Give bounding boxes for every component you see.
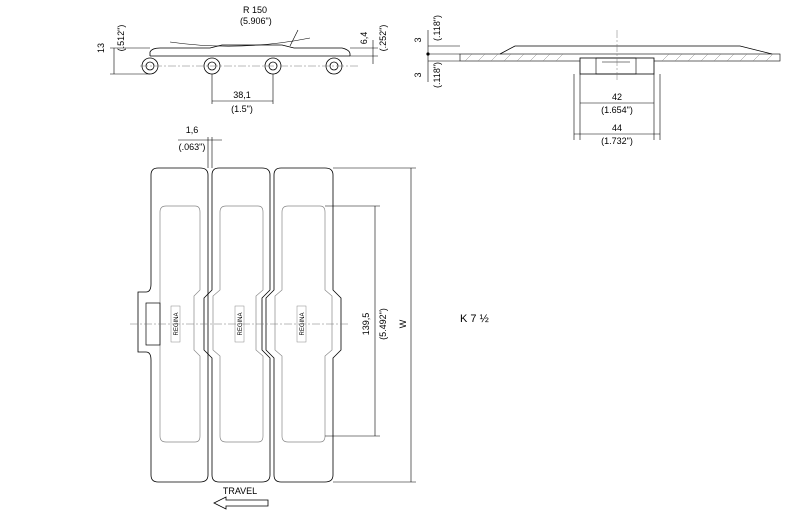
radius-arc	[169, 37, 311, 47]
pitch-label: 38,1	[233, 90, 251, 100]
height-label-inch: (.512")	[116, 25, 126, 52]
travel-label: TRAVEL	[223, 486, 257, 496]
clearance-label: 1,6	[186, 125, 199, 135]
section-top-profile	[499, 45, 773, 55]
hinge-inner-label-inch: (1.654")	[601, 105, 633, 115]
radius-leader	[289, 29, 299, 47]
thickness-label-inch: (.252")	[378, 25, 388, 52]
logo-text-2: REGINA	[238, 312, 244, 335]
clearance-label-inch: (.063")	[179, 142, 206, 152]
gap-dim-dot	[426, 52, 430, 56]
link-3: REGINA	[265, 167, 342, 483]
pitch-label-inch: (1.5")	[231, 104, 253, 114]
inner-length-label: 139,5	[361, 313, 371, 336]
section-hinge-inner	[595, 57, 637, 75]
hinge-outer-label-inch: (1.732")	[601, 136, 633, 146]
top-view: 1,6 (.063") REGINA REGINA	[130, 125, 416, 510]
bottom-gap-label-inch: (.118")	[432, 62, 442, 88]
height-label: 13	[96, 43, 106, 53]
hinge-inner-label: 42	[612, 92, 622, 102]
thickness-label: 6,4	[359, 32, 369, 45]
radius-label: R 150	[243, 5, 267, 15]
side-view: R 150 (5.906") 13 (.512") 6,4 (.252") 38…	[96, 5, 388, 114]
inner-length-label-inch: (5.492")	[378, 308, 388, 340]
link-1: REGINA	[137, 167, 209, 483]
radius-label-inch: (5.906")	[240, 16, 272, 26]
section-hatching	[464, 53, 774, 62]
top-gap-label-inch: (.118")	[432, 15, 442, 41]
model-label: K 7 ½	[460, 313, 489, 325]
hinge-outer-label: 44	[612, 123, 622, 133]
top-gap-label: 3	[413, 37, 423, 42]
cross-section-view: 3 (.118") 3 (.118") 42 (1.654") 44 (1.73…	[413, 15, 781, 146]
side-plate-outline	[149, 44, 351, 56]
width-label: W	[398, 319, 408, 328]
travel-arrow-icon	[213, 496, 269, 510]
bottom-gap-label: 3	[413, 72, 423, 77]
link-2: REGINA	[203, 167, 271, 483]
